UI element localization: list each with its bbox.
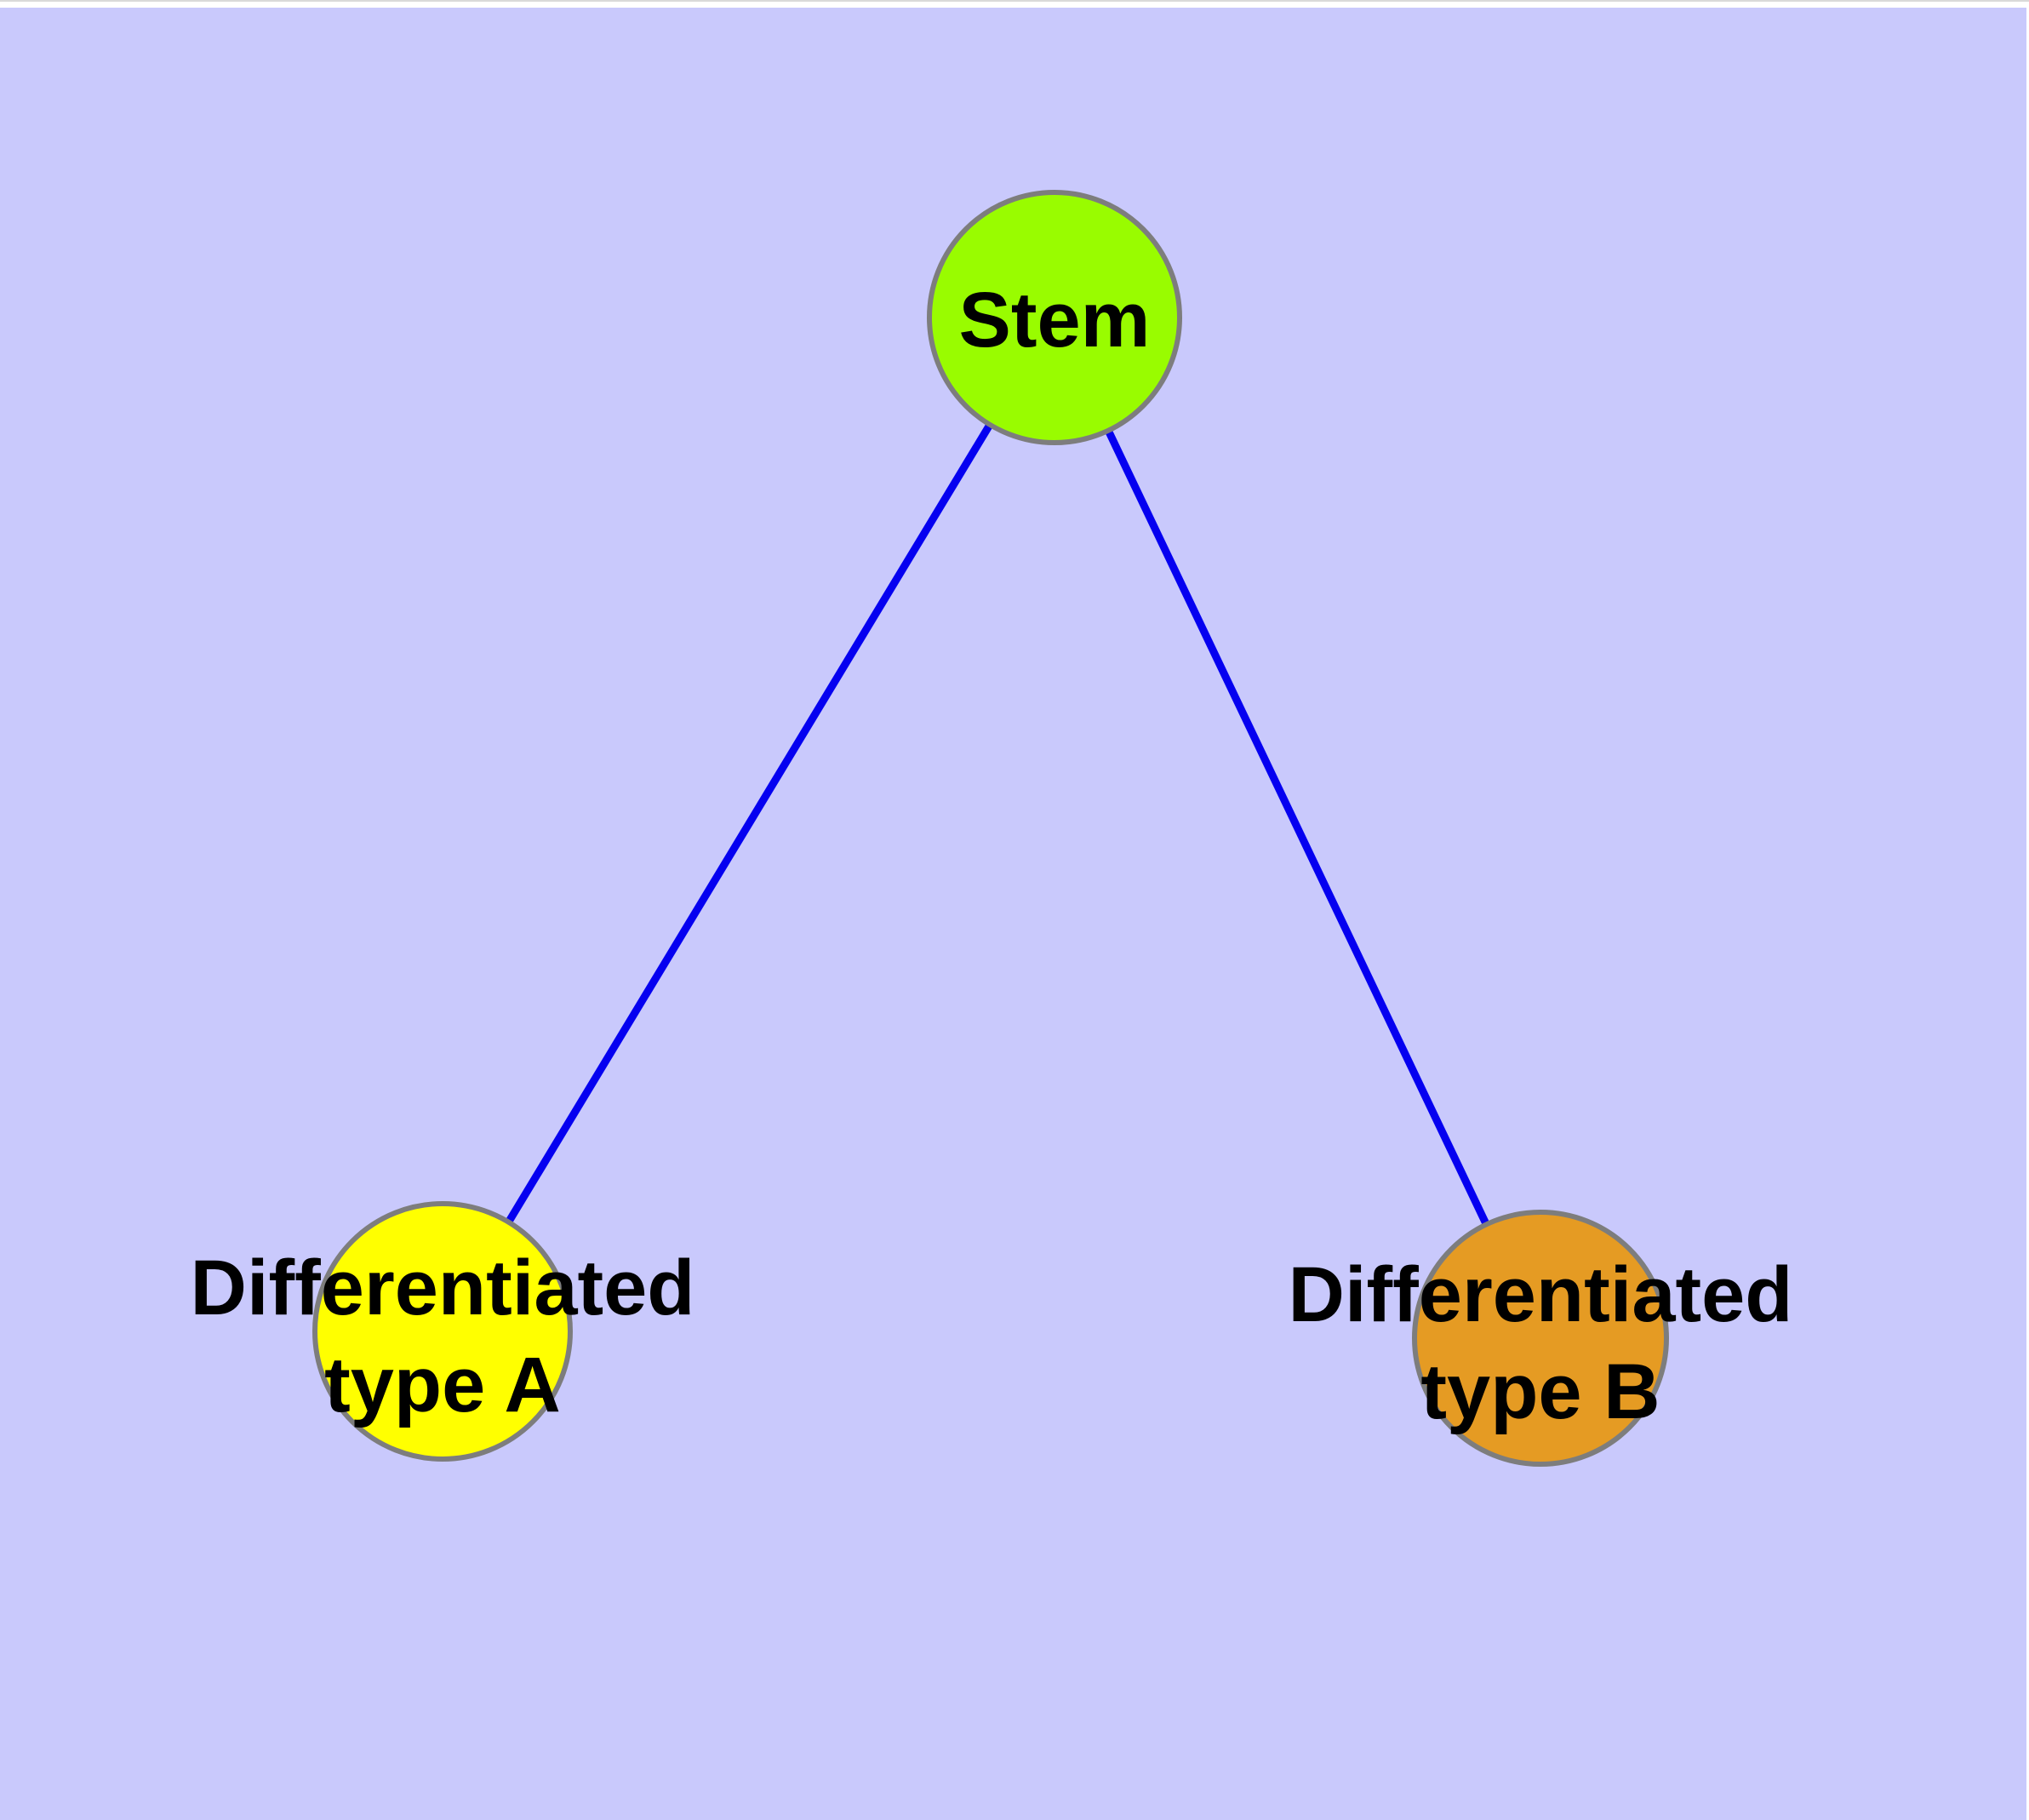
node-stem-label: Stem — [959, 277, 1151, 363]
edge-stem-to-type-b — [1050, 316, 1545, 1340]
node-differentiated-type-a-label-line2: type A — [324, 1342, 561, 1428]
node-differentiated-type-b-label-line1: Differentiated — [1289, 1251, 1793, 1338]
node-differentiated-type-b[interactable] — [1412, 1210, 1669, 1467]
node-differentiated-type-a-label-line1: Differentiated — [191, 1245, 695, 1331]
top-border-line — [0, 0, 2029, 2]
node-differentiated-type-b-label-line2: type B — [1420, 1348, 1660, 1435]
edge-stem-to-type-a — [439, 315, 1058, 1334]
node-differentiated-type-a[interactable] — [312, 1201, 573, 1462]
node-stem[interactable] — [927, 190, 1182, 445]
